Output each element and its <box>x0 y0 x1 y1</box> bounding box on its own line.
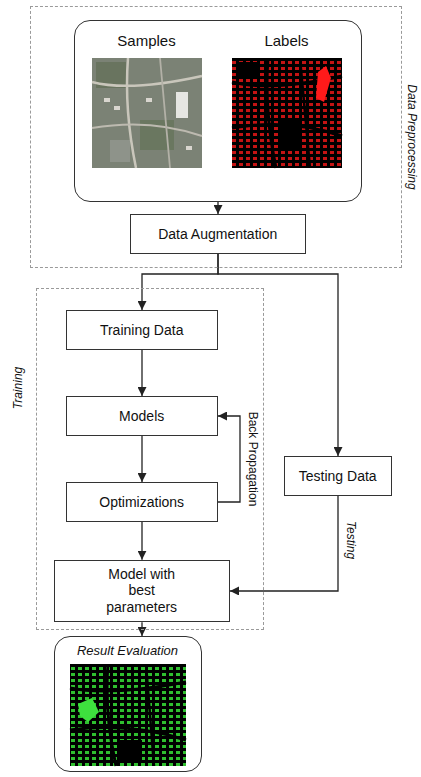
region-label: Data Preprocessing <box>405 84 419 189</box>
node-label: Samples <box>117 32 175 50</box>
node-label: Labels <box>264 32 308 50</box>
process-box: Model with best parameters <box>54 560 230 622</box>
dashed-region: Data PreprocessingSamplesLabelsData Augm… <box>30 6 402 268</box>
rounded-panel: Result Evaluation <box>54 636 202 772</box>
result-mask-image <box>70 664 186 766</box>
label-mask-image <box>232 58 342 168</box>
process-box: Data Augmentation <box>130 214 306 254</box>
process-box: Training Data <box>66 310 218 350</box>
flow-arrow <box>217 202 218 214</box>
node-label: Data Augmentation <box>158 225 277 242</box>
node-label: Optimizations <box>99 493 184 510</box>
process-box: Optimizations <box>66 482 218 522</box>
node-label: Result Evaluation <box>77 643 178 659</box>
flow-arrow <box>141 350 142 396</box>
node-label: Model with best parameters <box>98 565 185 615</box>
flow-arrow <box>141 522 142 560</box>
process-box: Models <box>66 396 218 436</box>
dashed-region: TrainingTraining DataModelsOptimizations… <box>36 288 264 630</box>
satellite-image <box>92 58 202 168</box>
flow-arrow <box>141 436 142 482</box>
node-label: Models <box>119 407 164 424</box>
edge-label: Back Propagation <box>246 412 260 507</box>
region-label: Training <box>11 367 25 409</box>
flow-arrow <box>230 496 338 591</box>
flow-arrow <box>142 254 218 310</box>
process-box: Testing Data <box>284 456 392 496</box>
flow-arrow <box>218 254 338 456</box>
node-label: Training Data <box>100 321 184 338</box>
edge-label: Testing <box>344 521 358 559</box>
flow-arrow <box>218 416 240 502</box>
rounded-panel: Samples Labels <box>74 20 362 202</box>
node-label: Testing Data <box>299 467 377 484</box>
